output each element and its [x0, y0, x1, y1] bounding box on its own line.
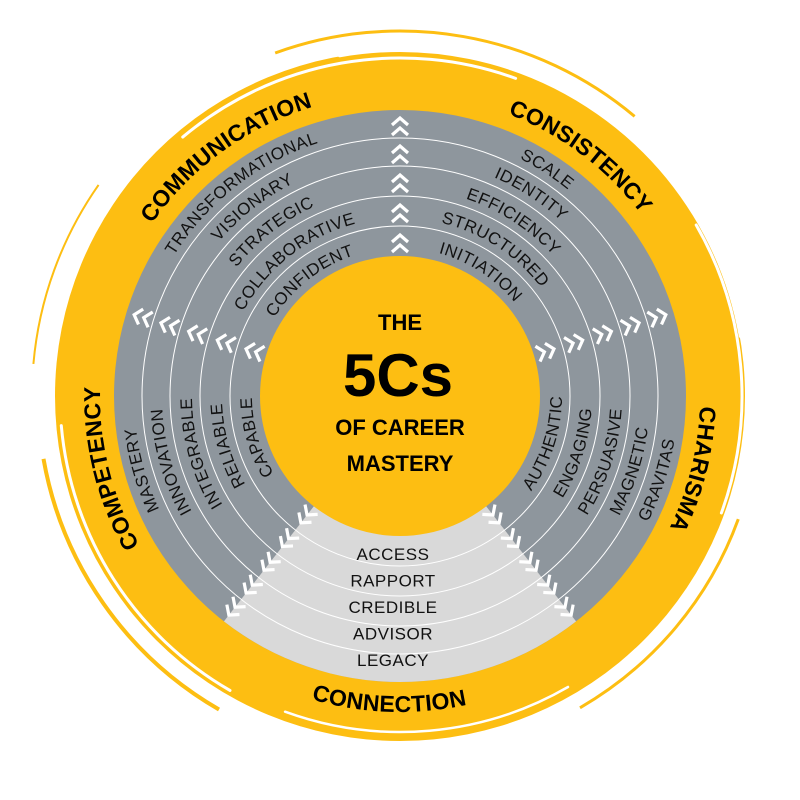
chevron-arrow-icon — [488, 512, 503, 525]
chevron-arrow-icon — [390, 153, 410, 165]
chevron-arrow-icon — [231, 596, 246, 609]
chevron-arrow-icon — [390, 115, 410, 127]
chevron-arrow-icon — [543, 582, 558, 595]
chevron-arrow-icon — [158, 315, 171, 334]
brush-stroke — [579, 518, 740, 710]
chevron-arrow-icon — [554, 596, 569, 609]
chevron-arrow-icon — [215, 333, 228, 351]
brush-stroke — [45, 272, 342, 746]
brush-stroke — [32, 184, 100, 365]
chevron-arrow-icon — [132, 307, 145, 326]
chevron-arrow-icon — [601, 324, 614, 342]
chevron-arrow-icon — [390, 212, 410, 224]
brush-stroke — [59, 424, 232, 692]
chevron-arrow-icon — [534, 344, 547, 363]
chevron-arrow-icon — [390, 182, 410, 194]
brush-stroke — [181, 56, 518, 139]
connection-word: CREDIBLE — [348, 598, 437, 617]
chevron-arrow-icon — [186, 324, 199, 342]
chevron-arrow-icon — [253, 344, 266, 363]
brush-stroke — [89, 37, 581, 221]
brush-stroke — [519, 455, 751, 731]
chevron-arrow-icon — [266, 551, 281, 564]
chevron-arrow-icon — [224, 336, 237, 354]
chevron-arrow-icon — [248, 574, 263, 587]
center-the: THE — [378, 310, 422, 335]
chevron-arrow-icon — [563, 336, 576, 354]
chevron-arrow-icon — [390, 202, 410, 214]
chevron-arrow-icon — [655, 307, 668, 326]
connection-word: ADVISOR — [353, 625, 433, 644]
chevron-arrow-icon — [141, 310, 154, 328]
chevron-arrow-icon — [196, 327, 209, 345]
brush-stroke — [50, 108, 203, 572]
chevron-arrow-icon — [390, 125, 410, 137]
center-disc — [260, 256, 540, 536]
center-5cs: 5Cs — [343, 342, 453, 409]
chevron-arrow-icon — [284, 527, 300, 541]
center-of-career: OF CAREER — [335, 415, 465, 440]
chevron-arrow-icon — [646, 310, 659, 328]
chevron-arrow-icon — [390, 232, 410, 244]
chevron-arrow-icon — [560, 604, 575, 617]
chevron-arrow-icon — [260, 559, 275, 572]
brush-stroke — [571, 89, 754, 625]
brush-stroke — [694, 223, 744, 515]
brush-stroke — [337, 48, 743, 338]
chevron-arrow-icon — [168, 318, 181, 337]
chevron-arrow-icon — [519, 551, 534, 564]
brush-stroke — [274, 29, 636, 118]
arrow-chevrons — [132, 115, 668, 617]
brush-stroke — [366, 623, 677, 757]
ring-divider — [229, 225, 571, 567]
connection-word: ACCESS — [357, 545, 430, 564]
ring-divider — [169, 165, 631, 627]
chevron-arrow-icon — [225, 604, 240, 617]
chevron-arrow-icon — [242, 582, 257, 595]
chevron-arrow-icon — [591, 327, 604, 345]
chevron-arrow-icon — [619, 318, 632, 337]
chevron-arrow-icon — [390, 172, 410, 184]
chevron-arrow-icon — [482, 504, 497, 517]
connection-wedge — [223, 396, 577, 682]
chevron-arrow-icon — [244, 341, 256, 360]
ring-divider — [199, 195, 601, 597]
brush-stroke — [283, 685, 570, 734]
chevron-arrow-icon — [390, 143, 410, 155]
chevron-arrow-icon — [278, 535, 294, 549]
chevron-arrow-icon — [506, 535, 522, 549]
ring-divider — [141, 137, 659, 655]
chevron-arrow-icon — [303, 504, 318, 517]
center-circle: THE 5Cs OF CAREER MASTERY — [260, 256, 540, 536]
connection-word: LEGACY — [357, 651, 429, 670]
chevron-arrow-icon — [629, 315, 642, 334]
chevron-arrow-icon — [525, 559, 540, 572]
chevron-arrow-icon — [544, 341, 556, 360]
connection-word: RAPPORT — [350, 572, 435, 591]
chevron-arrow-icon — [297, 512, 312, 525]
chevron-arrow-icon — [537, 574, 552, 587]
brush-stroke — [41, 458, 221, 712]
chevron-arrow-icon — [572, 333, 585, 351]
chevron-arrow-icon — [390, 242, 410, 254]
chevron-arrow-icon — [500, 527, 516, 541]
center-mastery: MASTERY — [347, 451, 454, 476]
